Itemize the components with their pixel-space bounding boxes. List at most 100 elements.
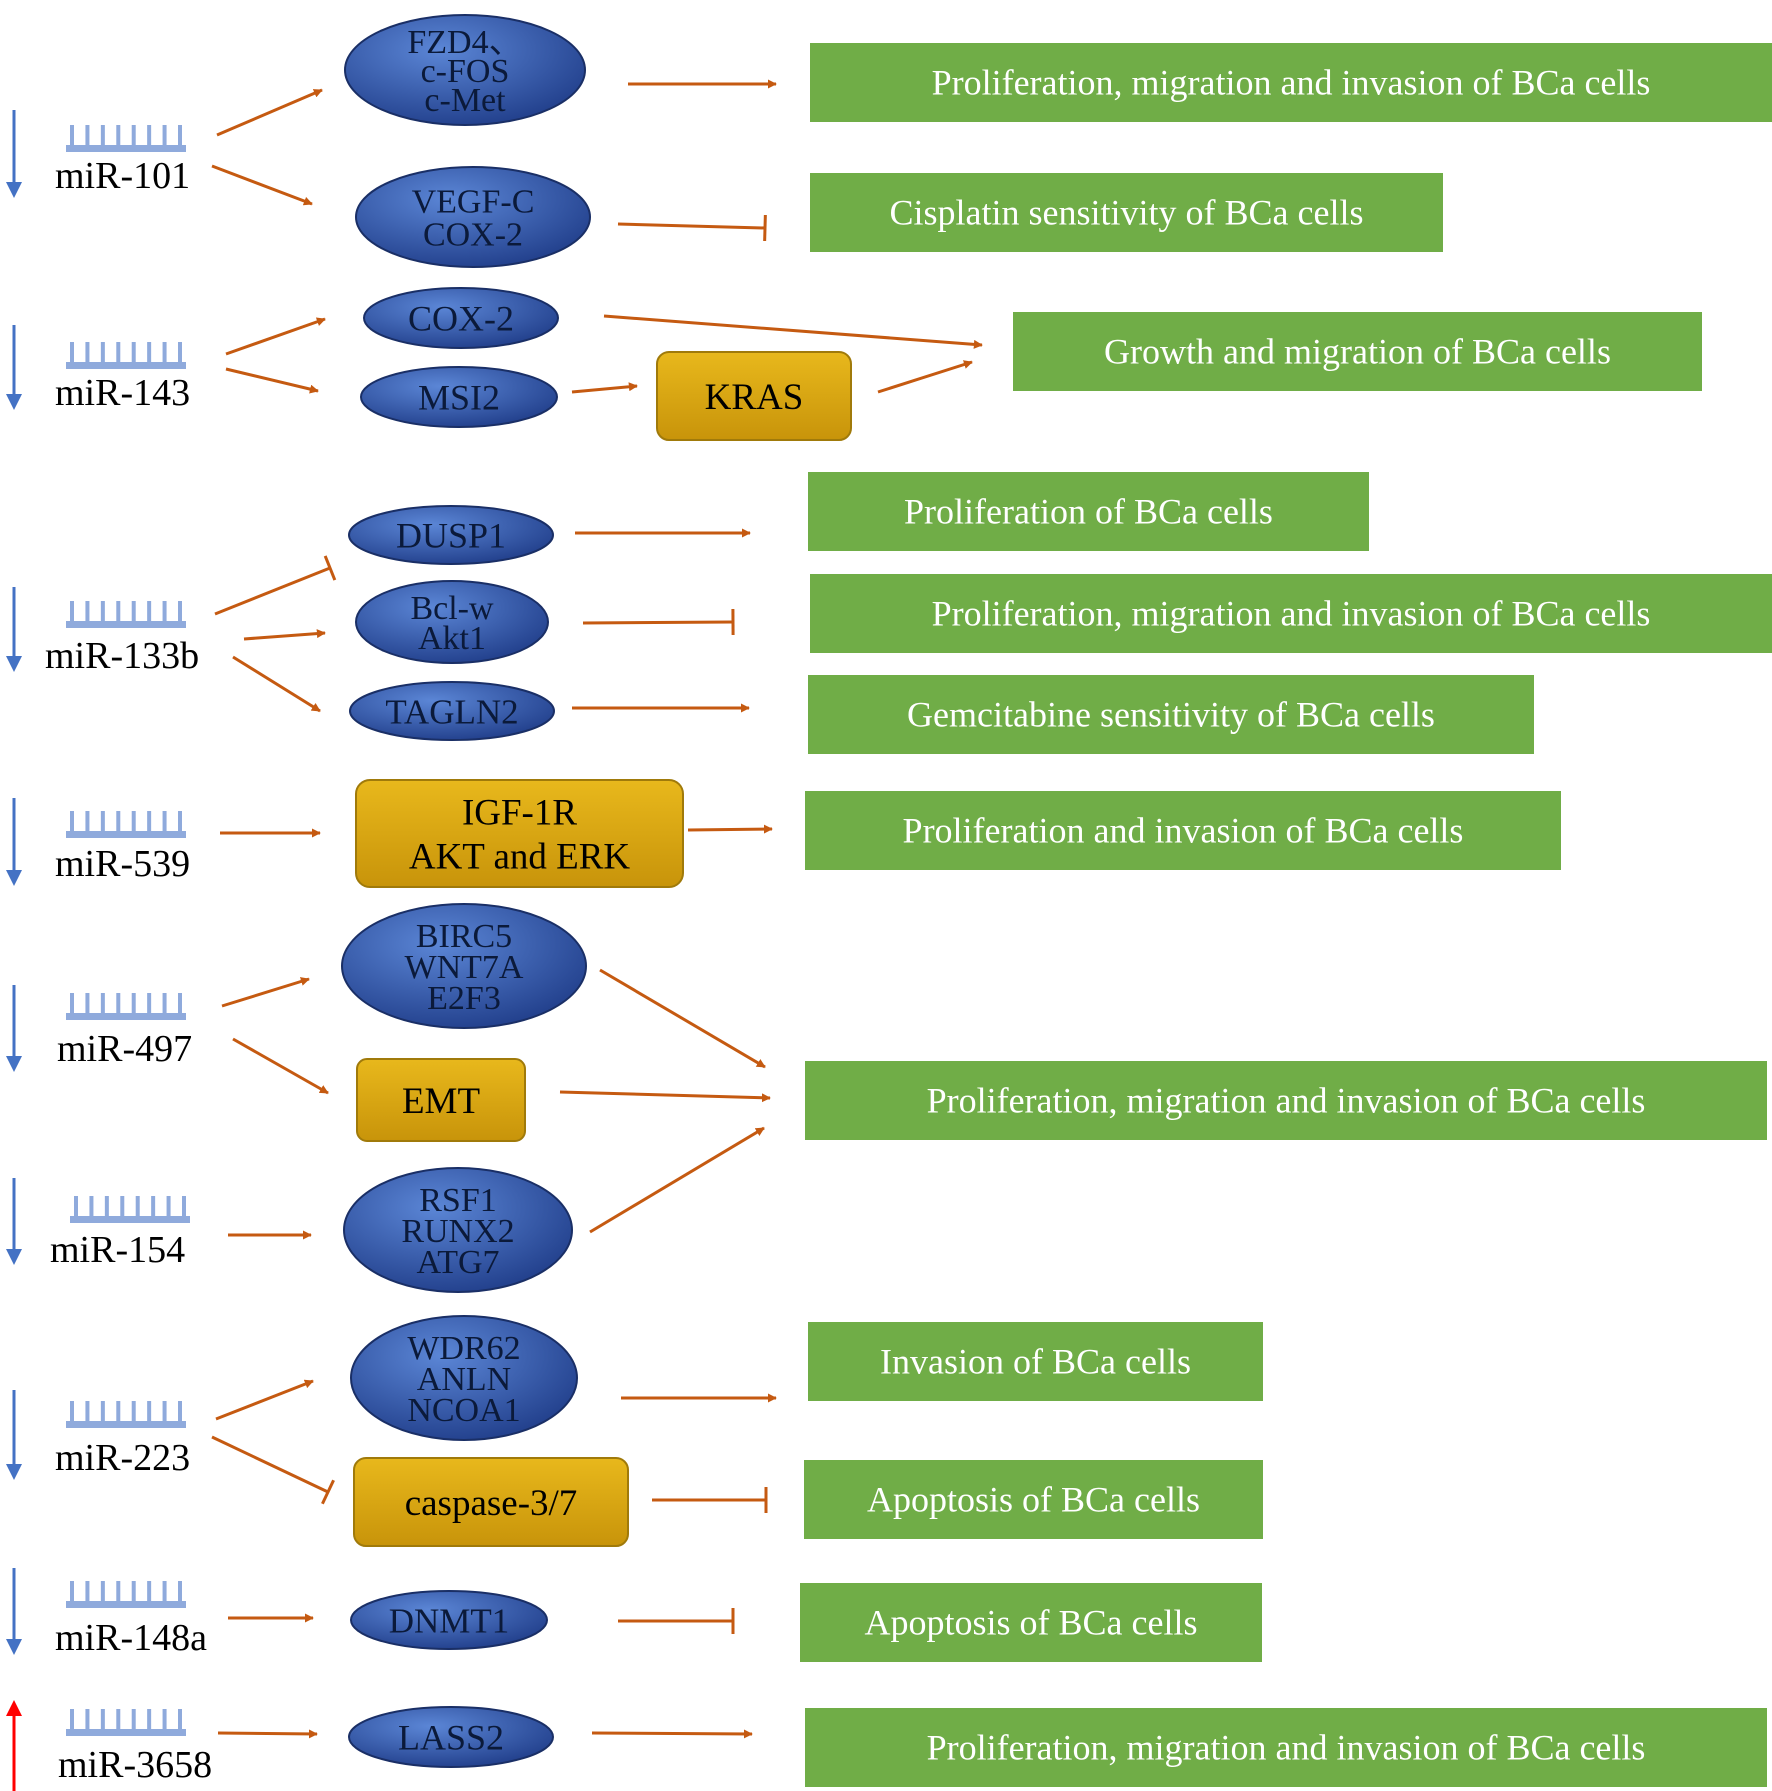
target-label: COX-2 xyxy=(423,216,523,253)
target-label: NCOA1 xyxy=(407,1392,520,1429)
outcome-box-o5: Proliferation, migration and invasion of… xyxy=(810,574,1772,653)
mirna-mir148a: miR-148a xyxy=(6,1568,207,1659)
target-label: DNMT1 xyxy=(389,1601,510,1640)
down-regulation-arrow-icon xyxy=(6,587,22,672)
edge-mir3658-to-t16-activate xyxy=(217,1729,318,1739)
mirnas-layer: miR-101 miR-143 miR-133b miR-539 miR-497 miR-… xyxy=(6,110,212,1791)
target-label: WNT7A xyxy=(405,949,524,986)
mirna-comb-icon xyxy=(66,125,186,152)
edges-layer xyxy=(211,79,983,1739)
mirna-mir154: miR-154 xyxy=(6,1178,190,1271)
target-ellipse-t16: LASS2 xyxy=(348,1706,554,1768)
mirna-mir3658: miR-3658 xyxy=(6,1700,212,1791)
outcome-box-o6: Gemcitabine sensitivity of BCa cells xyxy=(808,675,1534,754)
edge-t9-to-o7-activate xyxy=(687,824,773,834)
target-label: c-FOS xyxy=(421,53,510,90)
target-label: AKT and ERK xyxy=(409,837,631,878)
mirna-comb-icon xyxy=(66,1581,186,1608)
target-label: BIRC5 xyxy=(416,918,512,955)
edge-mir133b-to-t6-inhibit xyxy=(214,555,337,616)
outcome-label: Cisplatin sensitivity of BCa cells xyxy=(890,193,1364,233)
mirna-label: miR-539 xyxy=(55,843,190,885)
edge-t4-to-t5-activate xyxy=(571,382,638,394)
edge-t7-to-o5-inhibit xyxy=(582,608,735,636)
outcome-box-o4: Proliferation of BCa cells xyxy=(808,472,1369,551)
target-label: LASS2 xyxy=(398,1718,504,1758)
target-ellipse-t6: DUSP1 xyxy=(348,505,554,565)
outcome-label: Proliferation, migration and invasion of… xyxy=(927,1081,1646,1121)
target-label: caspase-3/7 xyxy=(405,1483,578,1524)
target-box-t14: caspase-3/7 xyxy=(353,1457,629,1547)
mirna-comb-icon xyxy=(66,342,186,369)
outcome-box-o1: Proliferation, migration and invasion of… xyxy=(810,43,1772,122)
edge-mir497-to-t11-activate xyxy=(232,1037,329,1095)
edge-t10-to-o8-activate xyxy=(599,968,766,1069)
mirna-comb-icon xyxy=(70,1196,190,1223)
outcome-box-o8: Proliferation, migration and invasion of… xyxy=(805,1061,1767,1140)
down-regulation-arrow-icon xyxy=(6,1178,22,1265)
mirna-comb-icon xyxy=(66,993,186,1020)
target-label: c-Met xyxy=(424,82,506,119)
edge-mir101-to-t2-activate xyxy=(211,164,313,206)
mirna-mir223: miR-223 xyxy=(6,1390,190,1480)
edge-t15-to-o11-inhibit xyxy=(618,1608,735,1634)
target-label: ANLN xyxy=(417,1361,511,1398)
target-label: Bcl-w xyxy=(410,590,494,627)
target-label: MSI2 xyxy=(418,378,500,418)
outcome-box-o12: Proliferation, migration and invasion of… xyxy=(805,1708,1767,1787)
outcome-label: Proliferation and invasion of BCa cells xyxy=(903,811,1464,851)
mirna-mir101: miR-101 xyxy=(6,110,190,198)
target-label: TAGLN2 xyxy=(385,692,518,731)
target-label: VEGF-C xyxy=(412,183,535,220)
edge-t2-to-o2-inhibit xyxy=(617,214,767,242)
edge-mir143-to-t3-activate xyxy=(225,317,326,356)
edge-t3-to-o3-activate xyxy=(603,314,983,349)
target-label: DUSP1 xyxy=(396,516,506,556)
outcome-label: Gemcitabine sensitivity of BCa cells xyxy=(907,695,1435,735)
down-regulation-arrow-icon xyxy=(6,985,22,1072)
mirna-comb-icon xyxy=(66,811,186,838)
outcome-box-o7: Proliferation and invasion of BCa cells xyxy=(805,791,1561,870)
outcome-label: Apoptosis of BCa cells xyxy=(865,1603,1198,1643)
mirna-label: miR-101 xyxy=(55,155,190,197)
edge-mir223-to-t14-inhibit xyxy=(211,1435,335,1505)
mirna-label: miR-497 xyxy=(57,1028,192,1070)
edge-mir497-to-t10-activate xyxy=(221,977,310,1008)
down-regulation-arrow-icon xyxy=(6,1568,22,1655)
outcome-box-o10: Apoptosis of BCa cells xyxy=(804,1460,1263,1539)
outcome-label: Growth and migration of BCa cells xyxy=(1104,332,1611,372)
outcome-label: Proliferation, migration and invasion of… xyxy=(932,63,1651,103)
mirna-mir143: miR-143 xyxy=(6,325,190,414)
edge-mir101-to-t1-activate xyxy=(216,88,323,137)
target-label: Akt1 xyxy=(418,620,486,657)
down-regulation-arrow-icon xyxy=(6,110,22,198)
edge-mir143-to-t4-activate xyxy=(225,367,319,394)
outcome-label: Proliferation, migration and invasion of… xyxy=(932,594,1651,634)
outcome-box-o3: Growth and migration of BCa cells xyxy=(1013,312,1702,391)
mirna-label: miR-154 xyxy=(50,1229,185,1271)
down-regulation-arrow-icon xyxy=(6,1390,22,1480)
mirna-label: miR-133b xyxy=(45,635,199,677)
mirna-mir133b: miR-133b xyxy=(6,587,199,677)
mirna-mir539: miR-539 xyxy=(6,798,190,886)
mirna-comb-icon xyxy=(66,1401,186,1428)
target-box-t5: KRAS xyxy=(656,351,852,441)
down-regulation-arrow-icon xyxy=(6,325,22,410)
outcome-box-o11: Apoptosis of BCa cells xyxy=(800,1583,1262,1662)
target-box-t11: EMT xyxy=(356,1058,526,1142)
outcome-label: Invasion of BCa cells xyxy=(880,1342,1191,1382)
target-label: WDR62 xyxy=(407,1330,520,1367)
edge-t5-to-o3-activate xyxy=(877,360,973,394)
edge-mir133b-to-t8-activate xyxy=(232,655,321,713)
edge-t16-to-o12-activate xyxy=(591,1729,753,1739)
up-regulation-arrow-icon xyxy=(6,1700,22,1791)
